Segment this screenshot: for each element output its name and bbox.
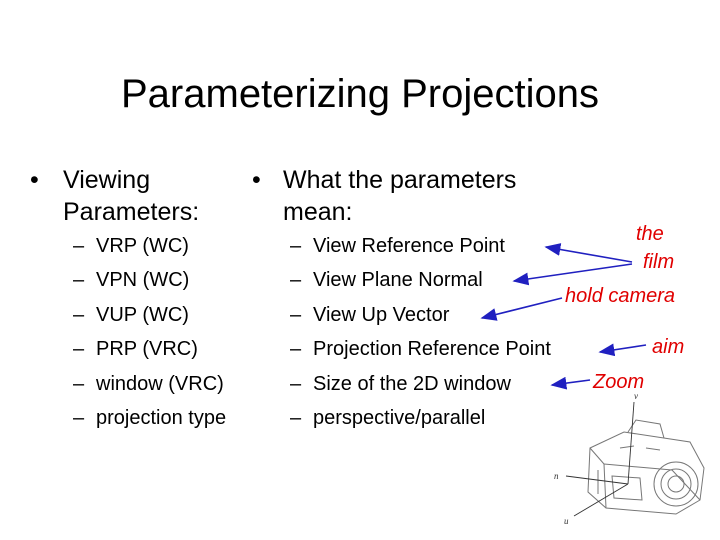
right-heading-line2: mean: bbox=[283, 198, 353, 226]
annotation-aim: aim bbox=[652, 336, 685, 358]
list-item: Size of the 2D window bbox=[313, 373, 511, 395]
list-item: PRP (VRC) bbox=[96, 338, 198, 360]
camera-icon bbox=[587, 419, 705, 515]
axis-v-label: v bbox=[634, 391, 638, 401]
list-item: View Reference Point bbox=[313, 235, 505, 257]
slide-title: Parameterizing Projections bbox=[121, 72, 599, 116]
annotation-film: film bbox=[643, 251, 675, 273]
list-item: View Plane Normal bbox=[313, 269, 483, 291]
list-item: VPN (WC) bbox=[96, 269, 190, 291]
arrow-film-to-normal bbox=[512, 263, 633, 286]
arrow-zoom bbox=[550, 376, 591, 390]
left-heading-line1: Viewing bbox=[63, 166, 151, 194]
dash: – bbox=[73, 338, 85, 360]
dash: – bbox=[73, 235, 85, 257]
list-item: VUP (WC) bbox=[96, 304, 189, 326]
annotation-hold-camera: hold camera bbox=[565, 285, 676, 307]
bullet: • bbox=[30, 166, 39, 194]
arrow-film bbox=[544, 243, 633, 263]
axis-n-line bbox=[565, 475, 629, 485]
list-item: projection type bbox=[96, 407, 227, 429]
dash: – bbox=[290, 373, 302, 395]
bullet: • bbox=[252, 166, 261, 194]
list-item: Projection Reference Point bbox=[313, 338, 551, 360]
list-item: window (VRC) bbox=[96, 373, 224, 395]
dash: – bbox=[73, 407, 85, 429]
arrow-aim bbox=[598, 343, 647, 357]
dash: – bbox=[290, 269, 302, 291]
axis-u-label: u bbox=[564, 516, 569, 526]
left-heading-line2: Parameters: bbox=[63, 198, 200, 226]
list-item: VRP (WC) bbox=[96, 235, 189, 257]
dash: – bbox=[73, 373, 85, 395]
dash: – bbox=[290, 407, 302, 429]
annotation-arrows bbox=[480, 243, 647, 390]
right-heading-line1: What the parameters bbox=[283, 166, 517, 194]
arrow-hold-camera bbox=[480, 297, 563, 321]
dash: – bbox=[290, 338, 302, 360]
dash: – bbox=[73, 269, 85, 291]
dash: – bbox=[290, 304, 302, 326]
annotation-zoom: Zoom bbox=[593, 371, 645, 393]
list-item: View Up Vector bbox=[313, 304, 450, 326]
axis-n-label: n bbox=[554, 471, 559, 481]
camera-axes bbox=[565, 401, 635, 517]
axis-u-line bbox=[573, 483, 629, 517]
dash: – bbox=[73, 304, 85, 326]
axis-v-line bbox=[627, 401, 635, 485]
list-item: perspective/parallel bbox=[313, 407, 486, 429]
annotation-the: the bbox=[636, 223, 664, 245]
dash: – bbox=[290, 235, 302, 257]
